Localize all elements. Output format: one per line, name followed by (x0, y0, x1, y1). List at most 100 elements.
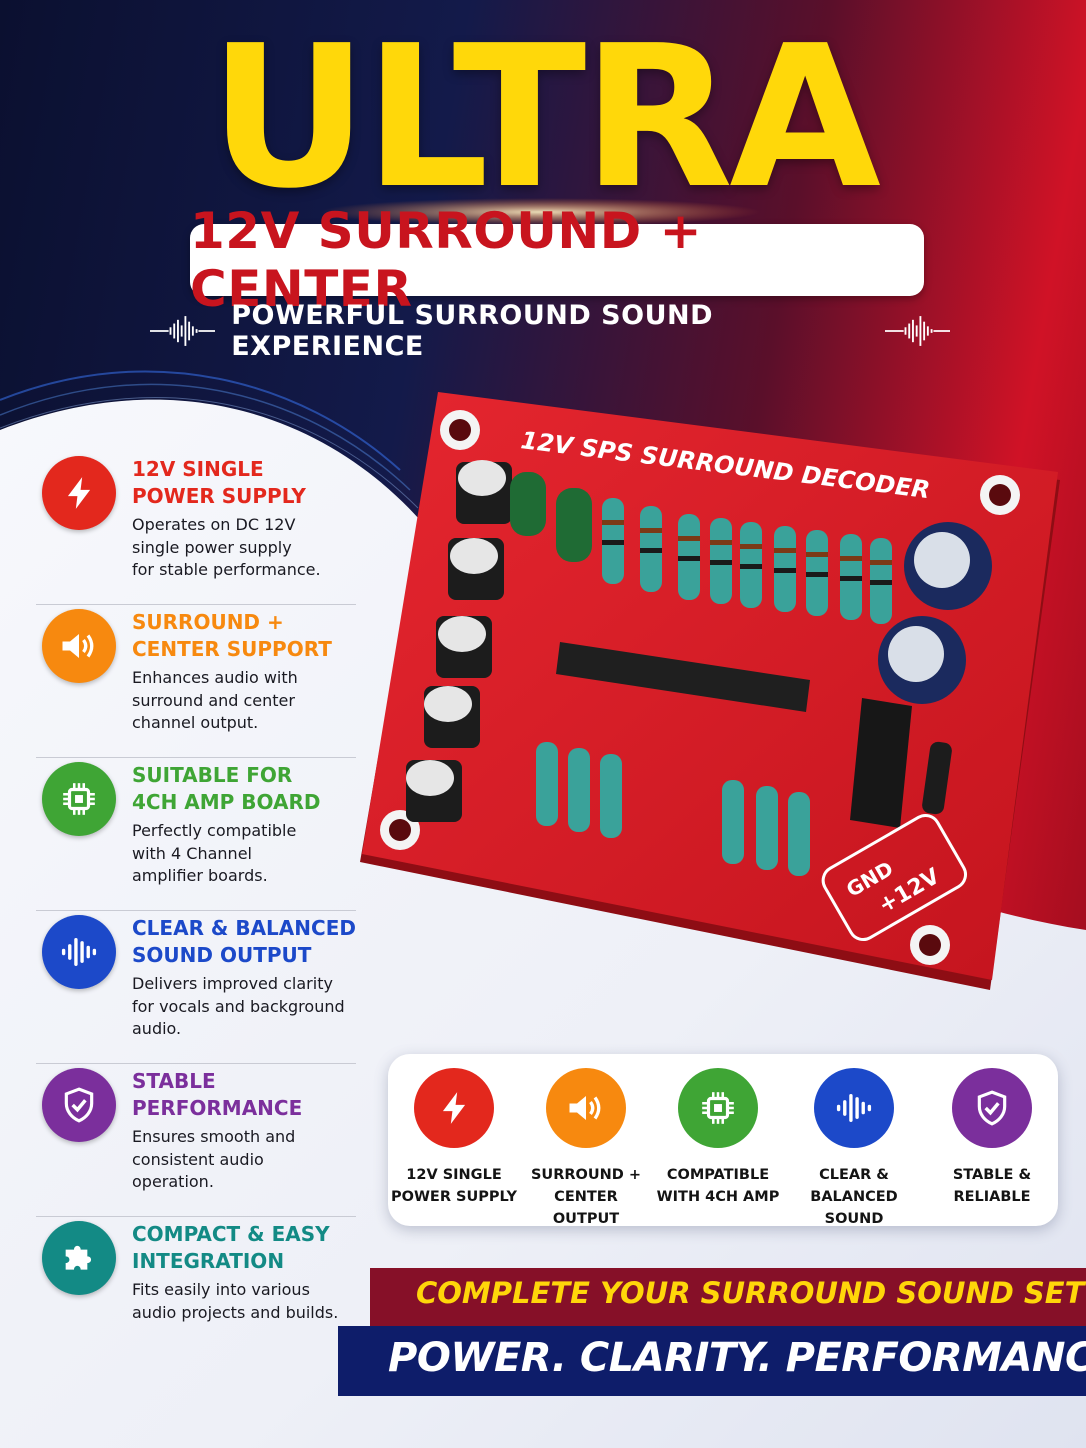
icon-bar-item: SURROUND + CENTER OUTPUT (520, 1068, 652, 1230)
feature-list: 12V SINGLE POWER SUPPLY Operates on DC 12V… (36, 452, 356, 1369)
feature-title: COMPACT & EASY INTEGRATION (132, 1221, 372, 1275)
chip-icon (42, 762, 116, 836)
feature-item: SURROUND + CENTER SUPPORT Enhances audio w… (36, 605, 356, 758)
feature-title-line1: CLEAR & BALANCED (132, 916, 356, 940)
feature-title-line2: 4CH AMP BOARD (132, 790, 321, 814)
mounting-holes (380, 410, 1020, 965)
chip-icon (678, 1068, 758, 1148)
feature-item: 12V SINGLE POWER SUPPLY Operates on DC 12V… (36, 452, 356, 605)
feature-desc-line1: Enhances audio with (132, 668, 298, 687)
subtitle-pill: 12V SURROUND + CENTER (190, 202, 924, 318)
feature-title: CLEAR & BALANCED SOUND OUTPUT (132, 915, 372, 969)
feature-description: Operates on DC 12V single power supply for… (132, 514, 362, 582)
feature-description: Ensures smooth and consistent audio operat… (132, 1126, 362, 1194)
soundwave-icon (42, 915, 116, 989)
icon-bar-label-line2: BALANCED SOUND (810, 1189, 898, 1227)
icon-bar-label-line2: WITH 4CH AMP (656, 1189, 780, 1205)
feature-title-line2: INTEGRATION (132, 1249, 285, 1273)
shield-check-icon (42, 1068, 116, 1142)
feature-description: Delivers improved clarity for vocals and … (132, 973, 362, 1041)
icon-bar-label: STABLE & RELIABLE (926, 1164, 1058, 1208)
feature-desc-line2: with 4 Channel (132, 843, 252, 863)
feature-title-line2: CENTER SUPPORT (132, 637, 332, 661)
icon-bar-label: 12V SINGLE POWER SUPPLY (388, 1164, 520, 1208)
benefits-icon-bar: 12V SINGLE POWER SUPPLY SURROUND + CENTER O… (388, 1054, 1058, 1227)
film-capacitors (510, 472, 592, 562)
icon-bar-label-line1: 12V SINGLE (406, 1167, 502, 1183)
soundwave-left-icon (150, 316, 216, 346)
resistor-row-bottom (536, 742, 810, 876)
shield-check-icon (952, 1068, 1032, 1148)
tagline-row: POWERFUL SURROUND SOUND EXPERIENCE (150, 300, 950, 362)
feature-item: STABLE PERFORMANCE Ensures smooth and consi… (36, 1064, 356, 1217)
icon-bar-label-line1: STABLE & (952, 1167, 1032, 1183)
feature-desc-line3: operation. (132, 1172, 214, 1191)
icon-bar-label-line2: RELIABLE (953, 1189, 1031, 1205)
feature-title-line2: PERFORMANCE (132, 1096, 303, 1120)
feature-title-line1: SUITABLE FOR (132, 763, 293, 787)
feature-desc-line2: audio projects and builds. (132, 1302, 339, 1322)
feature-title-line2: POWER SUPPLY (132, 484, 306, 508)
feature-desc-line3: channel output. (132, 713, 259, 732)
feature-item: CLEAR & BALANCED SOUND OUTPUT Delivers imp… (36, 911, 356, 1064)
diode (922, 741, 952, 815)
ic-chip (556, 642, 810, 712)
speaker-icon (546, 1068, 626, 1148)
tagline: POWERFUL SURROUND SOUND EXPERIENCE (231, 300, 714, 362)
icon-bar-label-line2: CENTER OUTPUT (552, 1189, 620, 1227)
feature-description: Fits easily into various audio projects a… (132, 1279, 362, 1324)
feature-title-line1: SURROUND + (132, 610, 284, 634)
feature-desc-line2: for vocals and background (132, 996, 345, 1016)
puzzle-icon (42, 1221, 116, 1295)
icon-bar-item: CLEAR & BALANCED SOUND (788, 1068, 920, 1230)
feature-title: SURROUND + CENTER SUPPORT (132, 609, 372, 663)
icon-bar-item: COMPATIBLE WITH 4CH AMP (652, 1068, 784, 1208)
soundwave-right-icon (884, 316, 950, 346)
banner-bottom: POWER. CLARITY. PERFORMANCE. (338, 1326, 1086, 1396)
feature-desc-line1: Ensures smooth and (132, 1127, 296, 1146)
resistor-row-top (602, 498, 892, 624)
feature-title-line1: COMPACT & EASY (132, 1222, 330, 1246)
feature-item: COMPACT & EASY INTEGRATION Fits easily int… (36, 1217, 356, 1369)
icon-bar-item: 12V SINGLE POWER SUPPLY (388, 1068, 520, 1208)
icon-bar-label-line2: POWER SUPPLY (390, 1189, 518, 1205)
bolt-icon (414, 1068, 494, 1148)
banner-bottom-text: POWER. CLARITY. PERFORMANCE. (388, 1335, 1086, 1381)
pcb-board-image: 12V SPS SURROUND DECODER (360, 390, 1070, 1020)
hero-title: ULTRA (209, 4, 881, 232)
icon-bar-label: SURROUND + CENTER OUTPUT (520, 1164, 652, 1230)
bolt-icon (42, 456, 116, 530)
soundwave-icon (814, 1068, 894, 1148)
feature-desc-line2: consistent audio (132, 1149, 264, 1169)
speaker-icon (42, 609, 116, 683)
feature-desc-line3: audio. (132, 1019, 182, 1038)
feature-title-line1: 12V SINGLE (132, 457, 264, 481)
icon-bar-label-line1: COMPATIBLE (666, 1167, 770, 1183)
pcb-board-drawing: 12V SPS SURROUND DECODER (360, 392, 1060, 990)
banner-top-text: COMPLETE YOUR SURROUND SOUND SETUP (416, 1276, 1086, 1310)
icon-bar-label: COMPATIBLE WITH 4CH AMP (652, 1164, 784, 1208)
icon-bar-label: CLEAR & BALANCED SOUND (788, 1164, 920, 1230)
feature-desc-line1: Delivers improved clarity (132, 974, 333, 993)
electrolytic-capacitors (406, 460, 992, 822)
feature-desc-line3: amplifier boards. (132, 866, 268, 885)
feature-title-line2: SOUND OUTPUT (132, 943, 312, 967)
feature-title: 12V SINGLE POWER SUPPLY (132, 456, 372, 510)
icon-bar-label-line1: SURROUND + (530, 1167, 642, 1183)
feature-desc-line1: Operates on DC 12V (132, 515, 296, 534)
voltage-regulator (850, 698, 912, 828)
banner-top: COMPLETE YOUR SURROUND SOUND SETUP (370, 1268, 1086, 1326)
hero-subtitle: 12V SURROUND + CENTER (190, 202, 703, 318)
feature-desc-line3: for stable performance. (132, 560, 321, 579)
feature-desc-line1: Fits easily into various (132, 1280, 310, 1299)
feature-title: STABLE PERFORMANCE (132, 1068, 372, 1122)
feature-title-line1: STABLE (132, 1069, 216, 1093)
icon-bar-item: STABLE & RELIABLE (926, 1068, 1058, 1208)
feature-title: SUITABLE FOR 4CH AMP BOARD (132, 762, 372, 816)
icon-bar-label-line1: CLEAR & (819, 1167, 889, 1183)
feature-desc-line2: single power supply (132, 537, 292, 557)
